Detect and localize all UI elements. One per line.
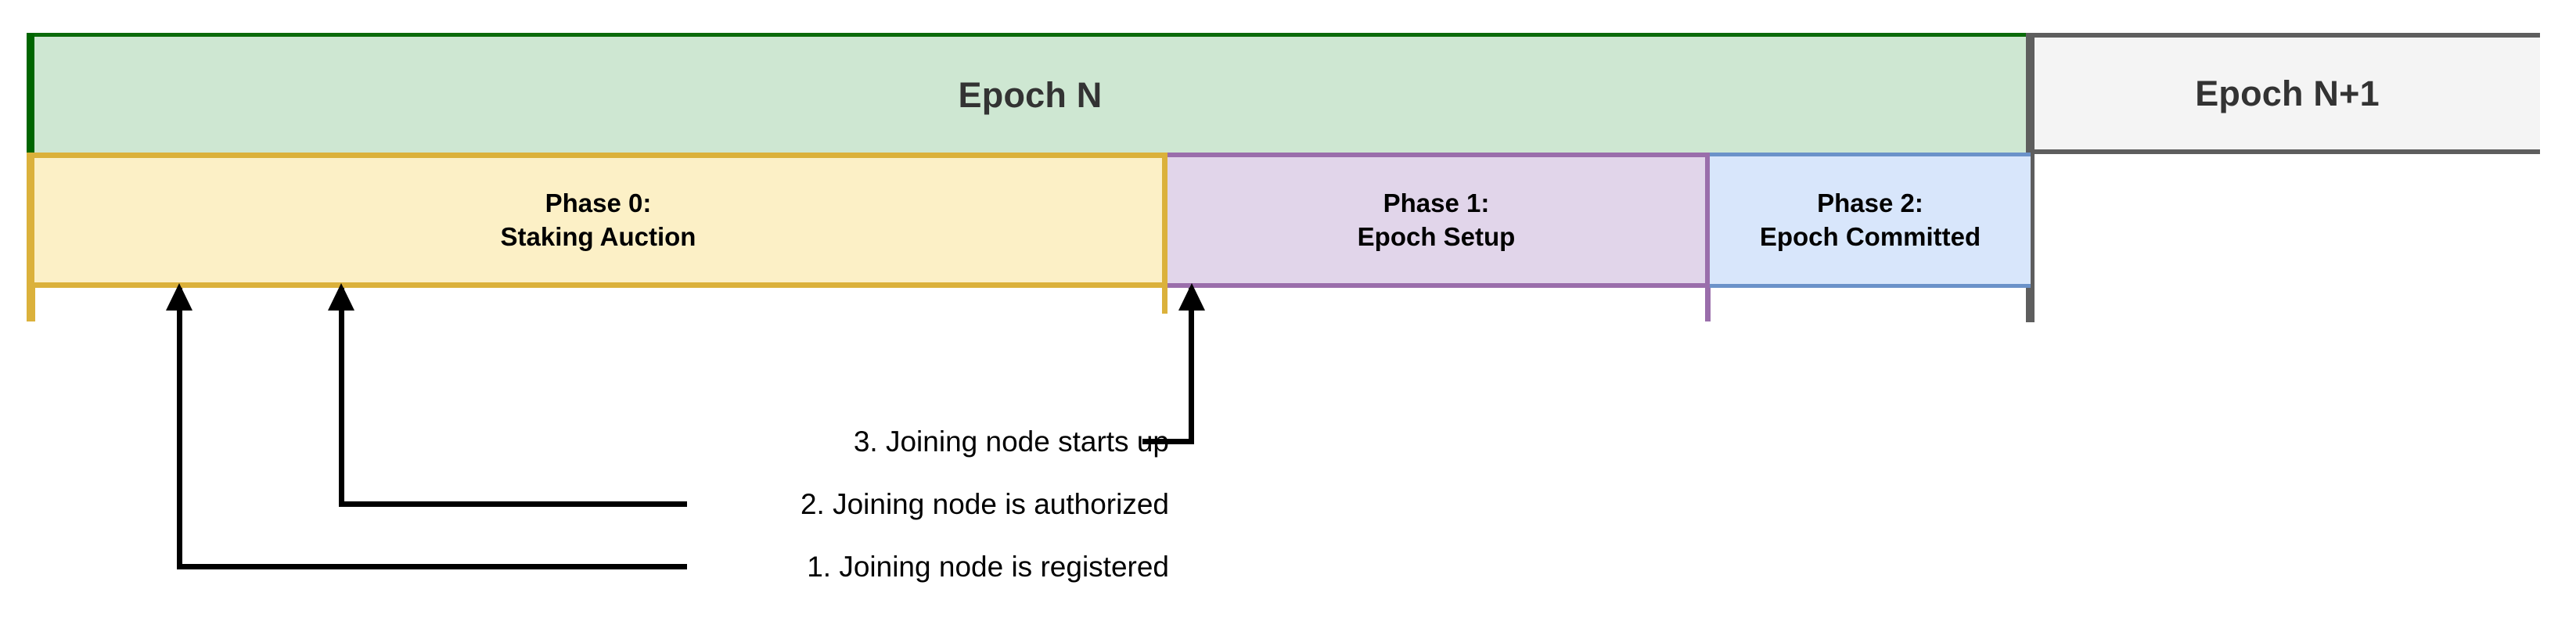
annotation-3-leader-horizontal <box>1142 439 1194 444</box>
phase-0-box: Phase 0: Staking Auction <box>34 153 1167 288</box>
annotation-1-arrow-icon <box>166 283 192 311</box>
phase-1-subtitle: Epoch Setup <box>1357 221 1516 251</box>
phase0-start-gold-rail <box>27 153 35 321</box>
annotation-1-leader-vertical <box>177 288 182 569</box>
phase-1-box: Phase 1: Epoch Setup <box>1167 153 1710 288</box>
annotation-3-label: 3. Joining node starts up <box>853 426 1169 458</box>
annotation-2-label: 2. Joining node is authorized <box>800 488 1169 520</box>
annotation-2-leader-vertical <box>339 288 344 507</box>
annotation-2-leader-horizontal <box>339 501 687 507</box>
epoch-n-box: Epoch N <box>34 33 2026 153</box>
phase-2-title: Phase 2: <box>1817 189 1923 218</box>
epoch-n-label: Epoch N <box>958 74 1103 115</box>
annotation-3-arrow-icon <box>1178 283 1205 311</box>
phase-1-title: Phase 1: <box>1383 189 1490 218</box>
epoch-start-green-rail <box>27 33 35 154</box>
annotation-2-arrow-icon <box>328 283 354 311</box>
annotation-1-label: 1. Joining node is registered <box>807 551 1169 583</box>
annotation-1-leader-horizontal <box>177 564 687 569</box>
annotation-3-leader-vertical <box>1189 288 1194 444</box>
epoch-n-plus-1-label: Epoch N+1 <box>2195 73 2380 113</box>
phase-0-title: Phase 0: <box>545 189 652 218</box>
phase-2-subtitle: Epoch Committed <box>1759 221 1981 251</box>
epoch-n-plus-1-box: Epoch N+1 <box>2035 33 2540 154</box>
phase-0-subtitle: Staking Auction <box>500 221 696 251</box>
phase-2-box: Phase 2: Epoch Committed <box>1710 153 2031 288</box>
